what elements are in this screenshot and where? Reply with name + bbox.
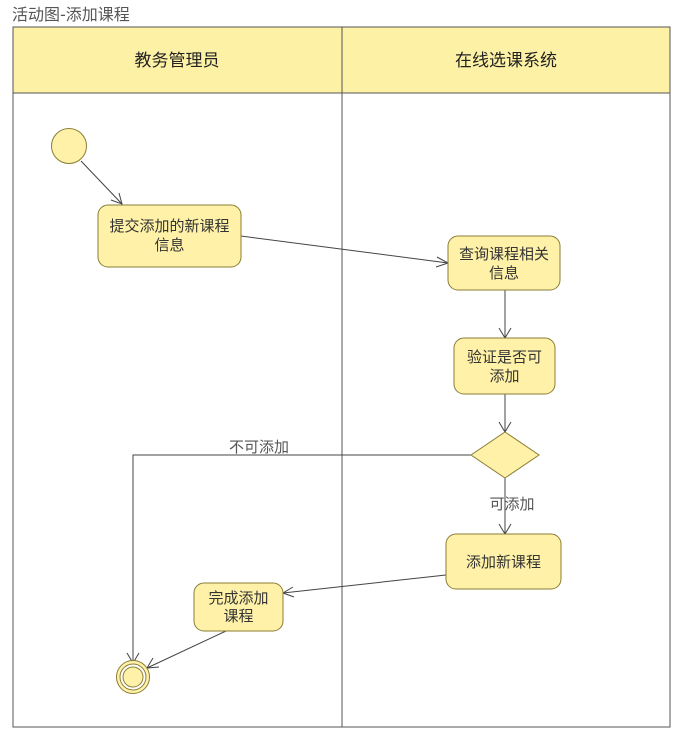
lane-header-system: 在线选课系统 [455,51,557,71]
action-verify-addable-line-2: 添加 [489,367,519,385]
action-query-course-info-line-2: 信息 [489,264,519,282]
initial-node [51,128,87,164]
action-complete-add-course-line-2: 课程 [223,607,253,625]
action-verify-addable-line-1: 验证是否可 [467,348,542,366]
action-submit-course-info [97,204,242,268]
edges [80,160,512,669]
diagram-title: 活动图-添加课程 [12,5,130,24]
action-complete-add-course [193,582,284,632]
edge-start-to-submit [80,160,123,205]
swimlane-frame [12,26,671,728]
edge-start-to-submit-arrowhead [110,192,123,205]
edge-complete-to-end [146,630,227,669]
final-node-core [122,666,144,688]
edge-submit-to-query [240,235,449,264]
action-submit-course-info-line-2: 信息 [154,236,184,254]
action-add-new-course [445,533,562,590]
final-node [116,660,150,694]
action-add-new-course-label: 添加新课程 [466,553,541,571]
action-submit-course-info-line-1: 提交添加的新课程 [109,217,229,235]
action-query-course-info [447,235,561,291]
edge-decision-to-end [132,454,471,663]
action-verify-addable [453,337,556,395]
edge-label-can-add: 可添加 [489,495,534,513]
edge-label-cannot-add: 不可添加 [229,438,289,456]
edge-add-to-complete [282,574,447,594]
action-complete-add-course-line-1: 完成添加 [208,589,268,607]
decision-node [470,431,540,479]
nodes: 提交添加的新课程 信息 查询课程相关 信息 验证是否可 添加 添加新课程 完成添… [51,128,562,694]
action-query-course-info-line-1: 查询课程相关 [459,245,549,263]
lane-header-admin: 教务管理员 [135,51,220,71]
